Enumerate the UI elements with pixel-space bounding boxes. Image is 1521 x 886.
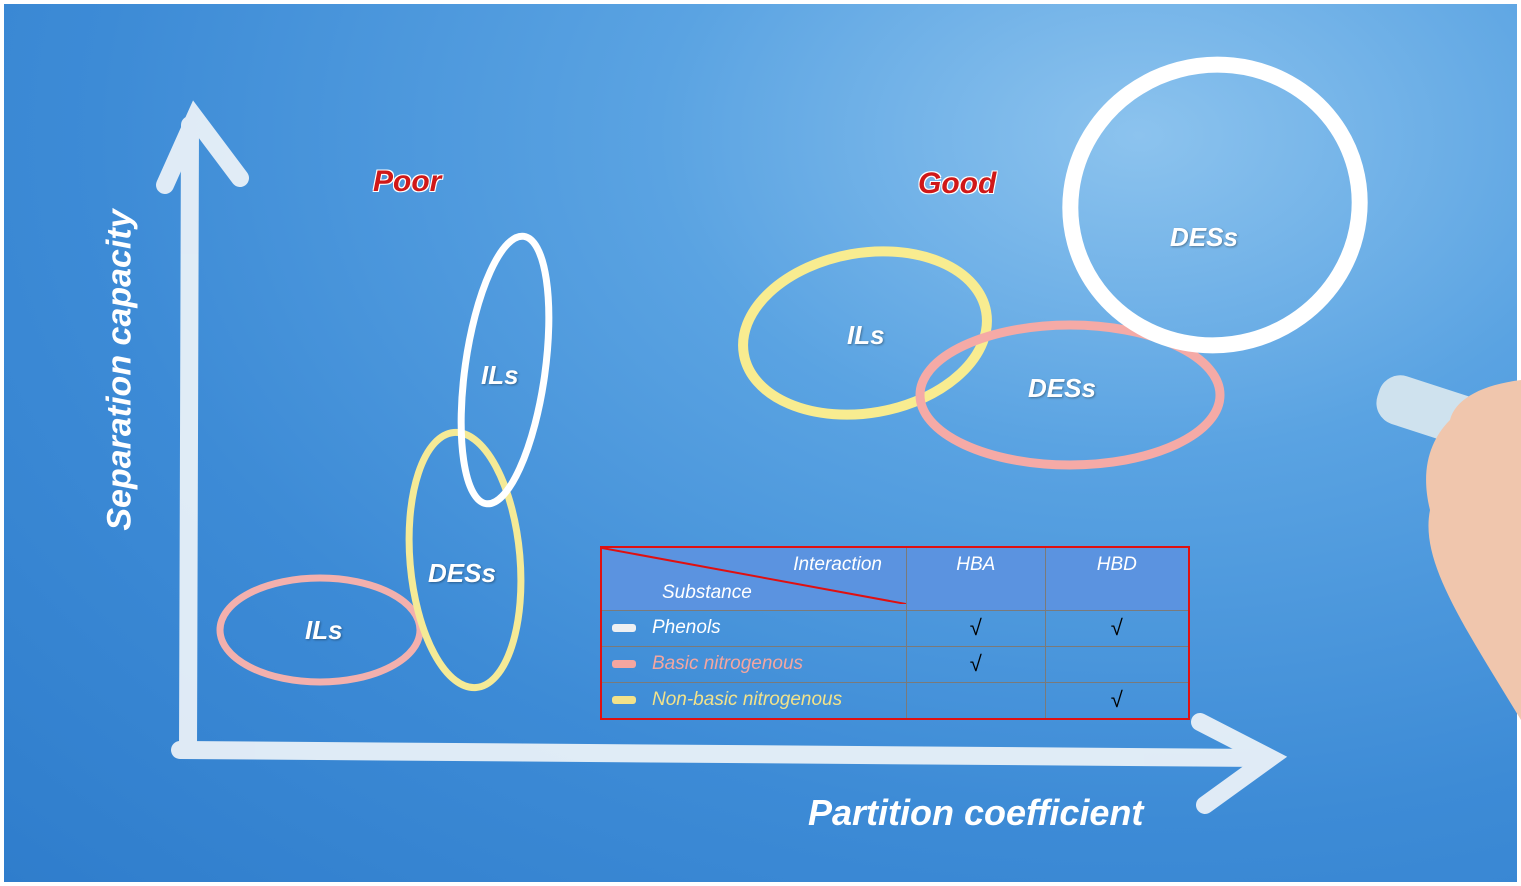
hbd-cell bbox=[1044, 645, 1190, 683]
good-deses-pink-label: DESs bbox=[1028, 373, 1096, 403]
y-axis-line bbox=[179, 116, 199, 759]
poor-label: Poor bbox=[373, 165, 442, 198]
substance-label: Basic nitrogenous bbox=[652, 653, 804, 675]
substance-label: Phenols bbox=[652, 617, 721, 639]
nonbasic-swatch-icon bbox=[612, 696, 636, 705]
table-header-row: Interaction Substance HBA HBD bbox=[600, 546, 1190, 611]
poor-ils-white-ellipse bbox=[457, 232, 553, 508]
header-interaction: Interaction bbox=[793, 554, 882, 575]
good-deses-white-label: DESs bbox=[1170, 222, 1238, 252]
header-diagonal-cell: Interaction Substance bbox=[600, 546, 907, 611]
poor-deses-yellow-ellipse bbox=[405, 428, 525, 692]
basic-swatch-icon bbox=[612, 660, 636, 669]
poor-ils-top-label: ILs bbox=[481, 360, 519, 390]
interaction-table: Interaction Substance HBA HBD Phenols √ … bbox=[600, 546, 1190, 720]
substance-label: Non-basic nitrogenous bbox=[652, 689, 843, 711]
x-axis-label: Partition coefficient bbox=[808, 792, 1144, 833]
poor-ils-bottom-label: ILs bbox=[305, 615, 343, 645]
hbd-cell: √ bbox=[1044, 681, 1190, 720]
y-axis-arrow-icon bbox=[156, 100, 249, 194]
header-substance: Substance bbox=[662, 582, 752, 603]
substance-cell: Basic nitrogenous bbox=[600, 645, 907, 683]
substance-cell: Phenols bbox=[600, 610, 907, 647]
good-ils-label: ILs bbox=[847, 320, 885, 350]
good-label: Good bbox=[918, 167, 997, 200]
hbd-cell: √ bbox=[1044, 610, 1190, 647]
good-deses-white-ellipse bbox=[1062, 56, 1368, 354]
table-row: Non-basic nitrogenous √ bbox=[600, 681, 1190, 720]
hba-cell: √ bbox=[906, 645, 1046, 683]
phenols-swatch-icon bbox=[612, 624, 636, 633]
poor-deses-label: DESs bbox=[428, 558, 496, 588]
header-hba: HBA bbox=[906, 546, 1046, 611]
table-row: Phenols √ √ bbox=[600, 610, 1190, 647]
good-deses-pink-ellipse bbox=[915, 320, 1225, 470]
hand-icon bbox=[1426, 380, 1521, 720]
table-row: Basic nitrogenous √ bbox=[600, 645, 1190, 683]
hba-cell: √ bbox=[906, 610, 1046, 647]
hba-cell bbox=[906, 681, 1046, 720]
header-hbd: HBD bbox=[1044, 546, 1190, 611]
y-axis-label: Separation capacity bbox=[100, 209, 139, 531]
good-ils-yellow-ellipse bbox=[738, 246, 992, 420]
substance-cell: Non-basic nitrogenous bbox=[600, 681, 907, 720]
x-axis-line bbox=[171, 741, 1274, 767]
chalkboard-background bbox=[4, 4, 1517, 882]
chalk-hand bbox=[1376, 375, 1521, 720]
x-axis-arrow-icon bbox=[1191, 713, 1288, 814]
